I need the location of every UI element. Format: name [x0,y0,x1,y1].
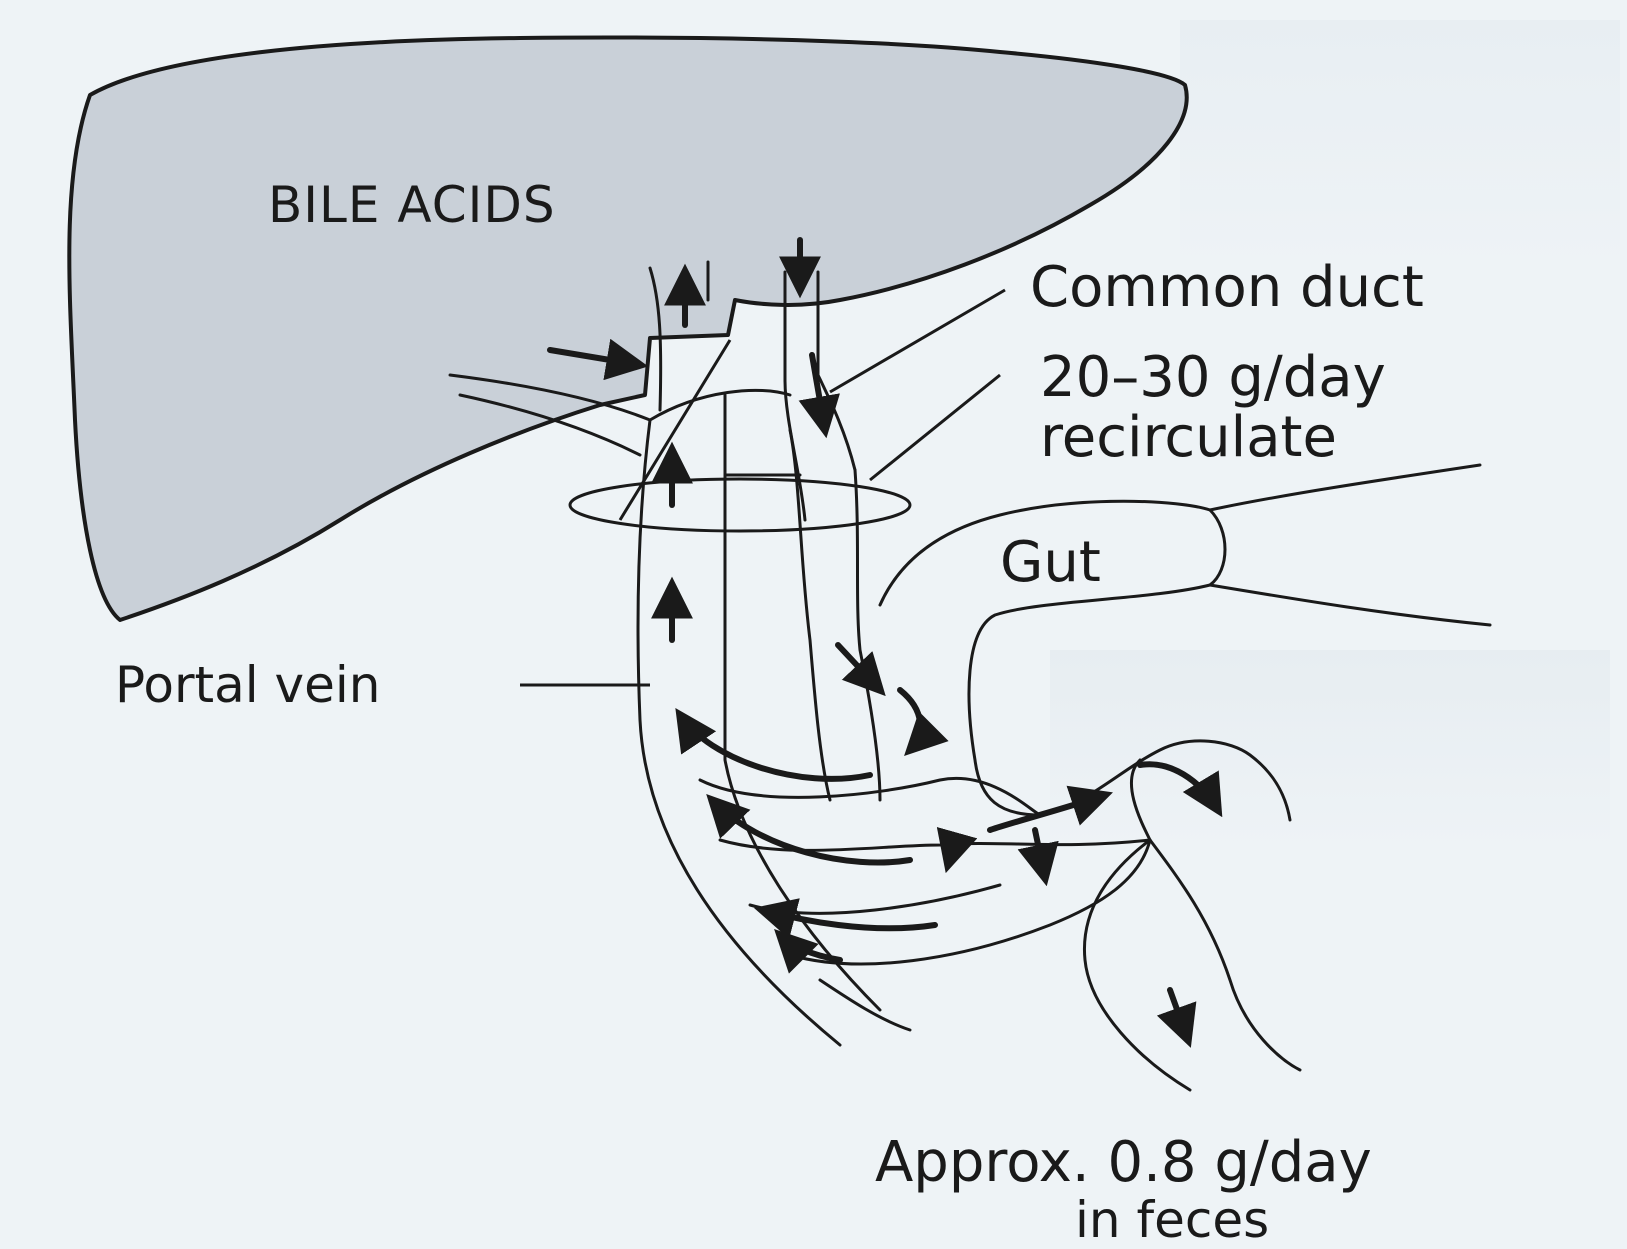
intestine-upper [1040,741,1290,820]
recirculation-ring [570,479,910,531]
intestine-loop [1084,760,1190,1090]
arrow-curve-left [680,715,870,779]
common-duct-left [785,272,805,520]
arrow-down-right [1035,830,1045,878]
arrow-curve-right [900,690,920,750]
label-portal-vein: Portal vein [115,660,380,710]
gut-bottom [1210,585,1490,625]
intestine-lower [1150,840,1300,1070]
label-recirculate-amount: 20–30 g/day [1040,350,1386,406]
arrow-return-1 [712,800,910,863]
vessel-crossing-1 [820,980,910,1030]
label-gut: Gut [1000,535,1101,591]
gut-top [880,465,1480,605]
common-duct-leader [830,290,1005,392]
arrow-gut-right [990,795,1105,830]
label-in-feces: in feces [1075,1195,1269,1245]
arrow-intestine [1140,764,1218,810]
recirculate-leader [870,375,1000,480]
label-feces-amount: Approx. 0.8 g/day [875,1135,1372,1191]
duct-inner-wall [790,430,830,800]
arrow-feces [1170,990,1188,1040]
label-bile-acids: BILE ACIDS [268,180,556,230]
label-common-duct: Common duct [1030,260,1424,316]
label-recirculate: recirculate [1040,410,1337,466]
arrow-return-3 [780,935,840,960]
